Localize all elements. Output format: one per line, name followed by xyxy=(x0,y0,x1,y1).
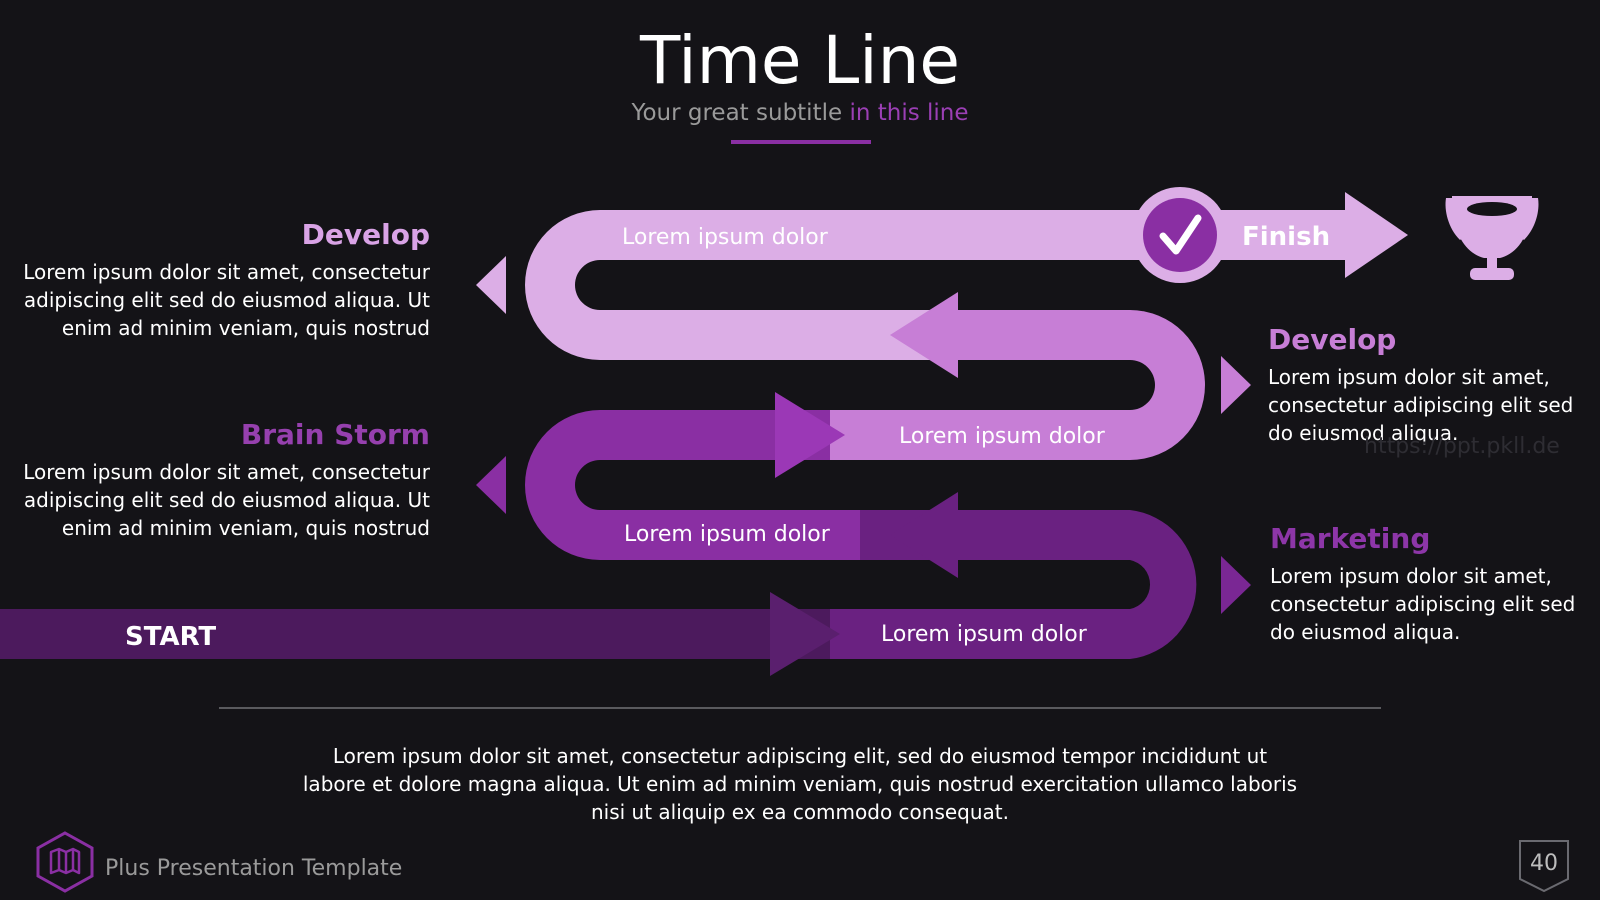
text-line: Lorem ipsum dolor sit amet, consectetur xyxy=(23,260,430,284)
watermark: https://ppt.pkll.de xyxy=(1364,434,1560,459)
trophy-cup-interior xyxy=(1467,202,1517,216)
text-line: Lorem ipsum dolor sit amet, consectetur xyxy=(23,460,430,484)
text-line: do eiusmod aliqua. xyxy=(1270,620,1461,644)
text-line: enim ad minim veniam, quis nostrud xyxy=(61,316,430,340)
segment-label-4: Lorem ipsum dolor xyxy=(881,622,1088,647)
text-line: consectetur adipiscing elit sed xyxy=(1270,592,1576,616)
timeline-band-1 xyxy=(525,210,1260,360)
text-line: adipiscing elit sed do eiusmod aliqua. U… xyxy=(23,488,430,512)
text-line: nisi ut aliquip ex ea commodo consequat. xyxy=(590,800,1010,824)
footer-label: Plus Presentation Template xyxy=(105,856,403,881)
segment-label-3: Lorem ipsum dolor xyxy=(624,522,831,547)
finish-label: Finish xyxy=(1242,222,1330,252)
arrow-head-start xyxy=(770,592,840,676)
bottom-paragraph: Lorem ipsum dolor sit amet, consectetur … xyxy=(300,742,1300,826)
segment-label-2: Lorem ipsum dolor xyxy=(899,424,1106,449)
text-line: do eiusmod aliqua. xyxy=(1268,421,1459,445)
left-item-1-title: Develop xyxy=(301,218,430,251)
segment-label-1: Lorem ipsum dolor xyxy=(622,225,829,250)
divider xyxy=(219,707,1381,709)
text-line: Lorem ipsum dolor sit amet, xyxy=(1268,365,1550,389)
left-item-2-text: Lorem ipsum dolor sit amet, consectetur … xyxy=(23,458,430,542)
text-line: enim ad minim veniam, quis nostrud xyxy=(61,516,430,540)
finish-check-circle xyxy=(1143,198,1217,272)
page-number: 40 xyxy=(1530,851,1558,876)
right-item-1-title: Develop xyxy=(1268,323,1397,356)
right-item-2-text: Lorem ipsum dolor sit amet, consectetur … xyxy=(1270,562,1575,646)
checkmark-icon xyxy=(1159,214,1202,255)
start-label: START xyxy=(125,622,216,652)
pointer-right-1 xyxy=(1221,356,1251,414)
text-line: Lorem ipsum dolor sit amet, xyxy=(1270,564,1552,588)
arrow-head-band3 xyxy=(775,392,845,478)
left-item-1-text: Lorem ipsum dolor sit amet, consectetur … xyxy=(23,258,430,342)
text-line: consectetur adipiscing elit sed xyxy=(1268,393,1574,417)
finish-arrow-head xyxy=(1345,192,1408,278)
map-hexagon-icon xyxy=(36,831,94,893)
page-badge-shape xyxy=(1519,840,1569,893)
page-subtitle: Your great subtitle in this line xyxy=(0,100,1600,126)
text-line: adipiscing elit sed do eiusmod aliqua. U… xyxy=(23,288,430,312)
pointer-left-1 xyxy=(476,256,506,314)
subtitle-main: Your great subtitle xyxy=(631,100,843,126)
pointer-right-2 xyxy=(1221,556,1251,614)
subtitle-underline xyxy=(731,140,871,144)
arrow-head-band4-left xyxy=(890,492,958,578)
timeline-start-band xyxy=(0,609,830,659)
right-item-1-text: Lorem ipsum dolor sit amet, consectetur … xyxy=(1268,363,1573,447)
page-title: Time Line xyxy=(639,22,961,99)
right-item-2-title: Marketing xyxy=(1270,522,1431,555)
text-line: Lorem ipsum dolor sit amet, consectetur … xyxy=(332,744,1268,768)
text-line: labore et dolore magna aliqua. Ut enim a… xyxy=(302,772,1298,796)
left-item-2-title: Brain Storm xyxy=(240,418,430,451)
subtitle-accent: in this line xyxy=(849,100,969,126)
arrow-head-band2-left xyxy=(890,292,958,378)
pointer-left-2 xyxy=(476,456,506,514)
